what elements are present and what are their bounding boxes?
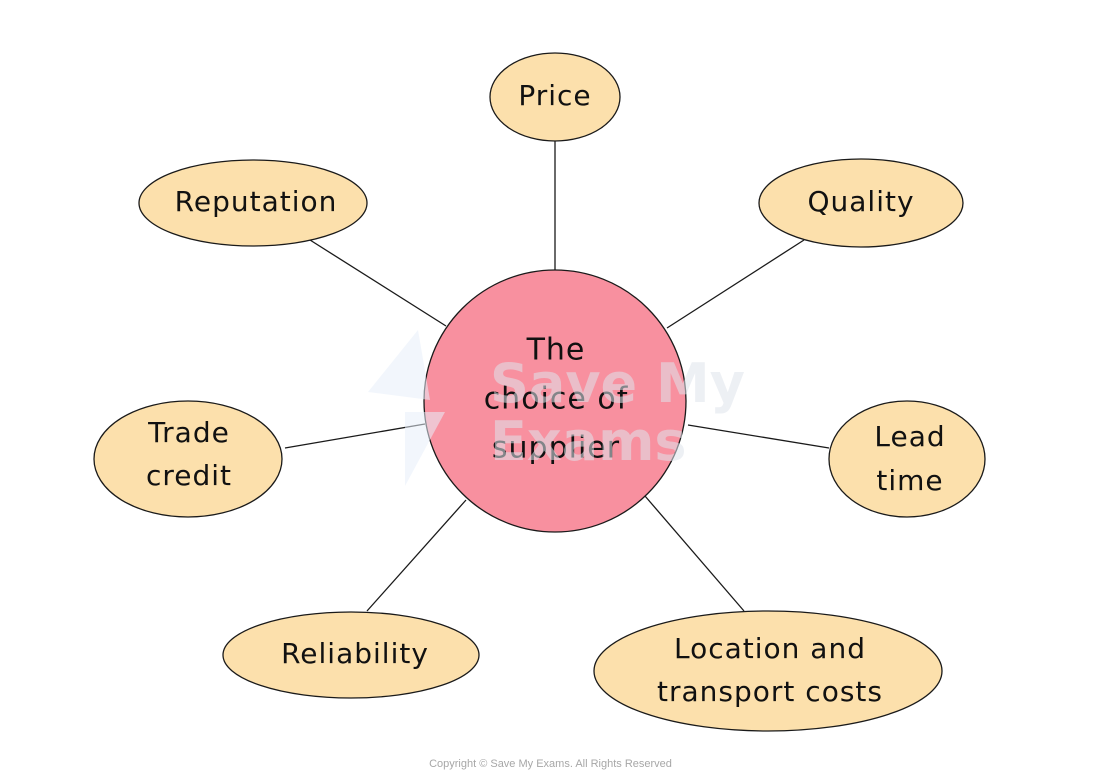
node-price-shape <box>489 52 621 142</box>
node-lead-time-label-line-1: Lead <box>874 420 945 453</box>
node-lead-time-shape <box>828 400 986 518</box>
connector-quality <box>666 239 805 329</box>
copyright-notice: Copyright © Save My Exams. All Rights Re… <box>429 758 672 770</box>
watermark-logo-icon <box>368 330 430 400</box>
connector-reputation <box>309 239 447 327</box>
node-trade-credit-shape <box>93 400 283 518</box>
connectors <box>284 141 830 612</box>
node-reliability-label: Reliability <box>281 637 429 670</box>
node-location-label-line-1: Location and <box>674 632 866 665</box>
connector-reliability <box>366 499 467 612</box>
node-quality: Quality <box>758 158 964 248</box>
node-price: Price <box>489 52 621 142</box>
center-label-line-2: choice of <box>484 382 629 417</box>
watermark: Save My Exams <box>368 330 745 486</box>
center-label-line-3: supplier <box>492 431 620 466</box>
watermark-logo-icon-lower <box>405 412 445 486</box>
connector-location <box>644 495 745 612</box>
node-reputation-shape <box>138 159 368 247</box>
node-reputation-label: Reputation <box>175 185 338 218</box>
watermark-text-line-2: Exams <box>490 410 687 473</box>
node-quality-shape <box>758 158 964 248</box>
center-node-shape <box>423 269 687 533</box>
center-label-line-1: The <box>526 333 586 368</box>
connector-trade-credit <box>284 423 426 449</box>
node-trade-credit: Trade credit <box>93 400 283 518</box>
connector-lead-time <box>687 424 830 449</box>
node-lead-time-label-line-2: time <box>876 464 943 497</box>
watermark-text-line-1: Save My <box>490 352 745 415</box>
node-reliability-shape <box>222 611 480 699</box>
node-lead-time: Lead time <box>828 400 986 518</box>
node-reliability: Reliability <box>222 611 480 699</box>
node-location-shape <box>593 610 943 732</box>
node-reputation: Reputation <box>138 159 368 247</box>
node-location-label-line-2: transport costs <box>657 675 883 708</box>
node-trade-credit-label-line-2: credit <box>146 459 232 492</box>
node-location: Location and transport costs <box>593 610 943 732</box>
center-node: The choice of supplier <box>423 269 687 533</box>
node-trade-credit-label-line-1: Trade <box>147 416 230 449</box>
node-price-label: Price <box>518 79 591 112</box>
node-quality-label: Quality <box>807 185 914 218</box>
